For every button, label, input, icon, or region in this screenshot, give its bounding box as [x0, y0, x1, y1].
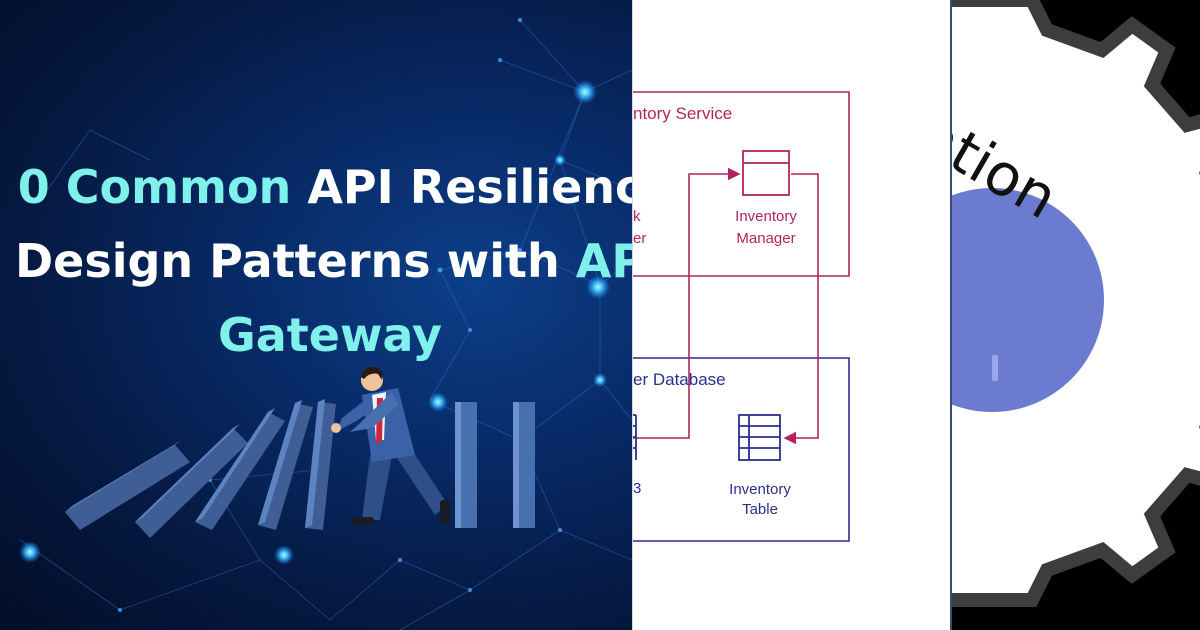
banner-panel: 0 Common API Resilienc Design Patterns w…: [0, 0, 632, 630]
manager-label: Inventory: [735, 208, 797, 225]
table-label: Table: [742, 501, 778, 518]
architecture-diagram: [633, 91, 850, 542]
manager-label: Manager: [736, 230, 796, 247]
network-background: [19, 18, 632, 630]
left-component-label: er: [633, 230, 647, 247]
database-box: [633, 357, 850, 542]
gear-icon: [952, 0, 1200, 607]
left-table-label: 3: [633, 480, 642, 497]
table-icon: [738, 414, 781, 461]
left-component-label: k: [633, 208, 641, 225]
headline-text: Design Patterns with: [14, 234, 576, 288]
headline-line-3: Gateway: [217, 308, 443, 362]
headline-highlight: AP: [575, 234, 632, 288]
headline: 0 Common API Resilienc Design Patterns w…: [0, 150, 632, 372]
service-label: ntory Service: [633, 104, 733, 123]
businessman-illustration: [331, 366, 450, 525]
headline-text: API Resilienc: [291, 160, 632, 214]
headline-highlight: 0 Common: [17, 160, 292, 214]
headline-line-1: 0 Common API Resilienc: [0, 150, 632, 224]
service-box: [633, 91, 850, 277]
architecture-diagram-panel: ntory Service k er Inventory Manager er …: [632, 0, 952, 630]
gear-panel: ation: [952, 0, 1200, 630]
table-label: Inventory: [729, 481, 791, 498]
partial-table-icon: [633, 414, 637, 460]
headline-line-2: Design Patterns with AP: [0, 224, 632, 298]
dominoes-illustration: [65, 399, 535, 538]
window-icon: [742, 150, 790, 196]
database-label: er Database: [633, 370, 726, 389]
